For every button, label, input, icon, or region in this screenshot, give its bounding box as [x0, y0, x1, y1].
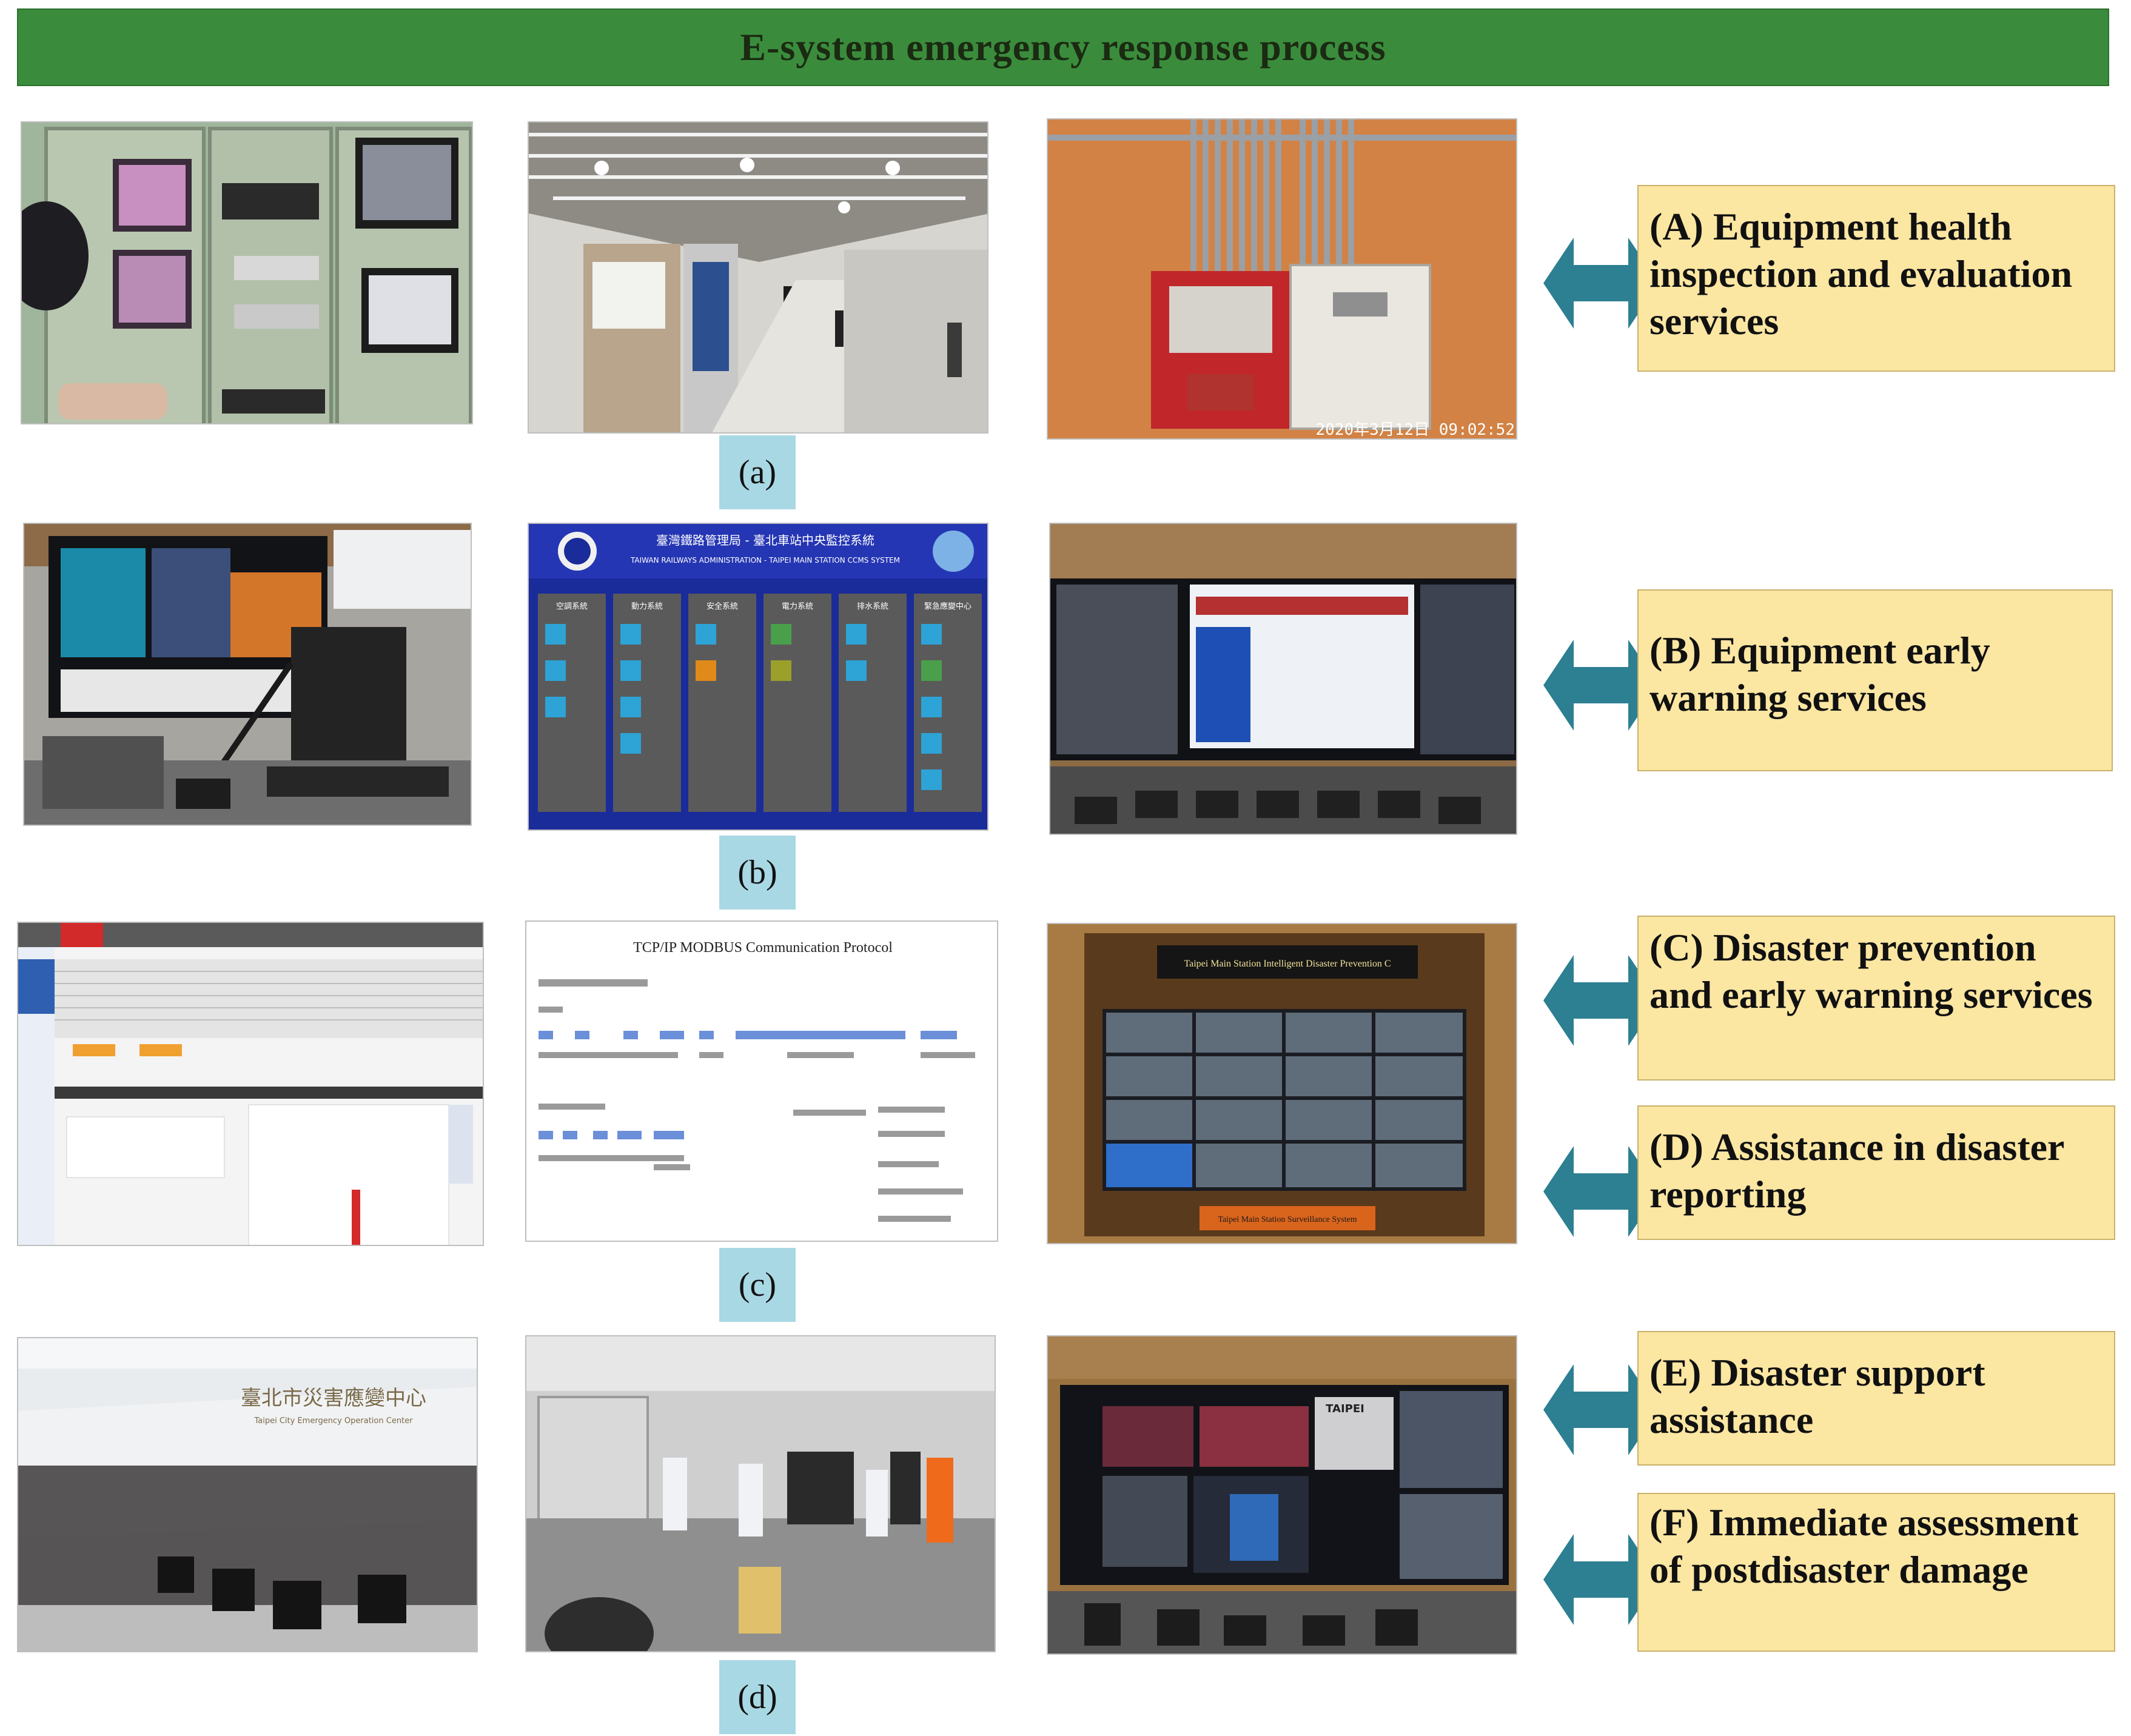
label-d: (d) — [719, 1660, 796, 1734]
protocol-title: TCP/IP MODBUS Communication Protocol — [633, 940, 893, 956]
service-box-f: (F) Immediate assessment of postdisaster… — [1637, 1493, 2115, 1652]
service-box-a: (A) Equipment health inspection and eval… — [1637, 185, 2115, 372]
title-banner: E-system emergency response process — [17, 8, 2109, 86]
service-box-e: (E) Disaster support assistance — [1637, 1331, 2115, 1466]
label-b: (b) — [719, 836, 796, 910]
service-box-d: (D) Assistance in disaster reporting — [1637, 1105, 2115, 1240]
ccs-title: 臺灣鐵路管理局 - 臺北車站中央監控系統 — [656, 533, 874, 548]
photo-timestamp: 2020年3月12日 09:02:52 — [1316, 421, 1515, 439]
double-arrow-icon — [1543, 955, 1659, 1046]
service-box-c: (C) Disaster prevention and early warnin… — [1637, 916, 2115, 1081]
service-text-f: (F) Immediate assessment of postdisaster… — [1649, 1501, 2079, 1592]
photo-emergency-video-wall: TAIPEI — [1047, 1335, 1517, 1655]
service-text-b: (B) Equipment early warning services — [1649, 629, 1990, 720]
photo-emergency-operation-center: 臺北市災害應變中心 Taipei City Emergency Operatio… — [17, 1337, 478, 1652]
ccs-col-0: 空調系統 — [556, 602, 588, 611]
ccs-col-5: 緊急應變中心 — [924, 602, 972, 611]
double-arrow-icon — [1543, 640, 1659, 731]
ccs-col-3: 電力系統 — [782, 602, 813, 611]
wall-footer: Taipei Main Station Surveillance System — [1218, 1215, 1357, 1224]
service-text-c: (C) Disaster prevention and early warnin… — [1649, 926, 2093, 1017]
photo-video-wall-control-room — [1049, 523, 1517, 835]
eoc-sign-sub: Taipei City Emergency Operation Center — [253, 1416, 413, 1426]
label-c: (c) — [719, 1248, 796, 1322]
ccs-col-1: 動力系統 — [631, 602, 663, 611]
screenshot-modbus-protocol: TCP/IP MODBUS Communication Protocol — [525, 920, 998, 1242]
ccs-col-4: 排水系統 — [857, 602, 888, 611]
page-title: E-system emergency response process — [740, 25, 1386, 69]
label-a-text: (a) — [738, 454, 777, 491]
double-arrow-icon — [1543, 238, 1659, 329]
ccs-col-2: 安全系統 — [706, 602, 738, 611]
double-arrow-icon — [1543, 1534, 1659, 1625]
service-text-e: (E) Disaster support assistance — [1649, 1351, 1985, 1442]
photo-field-team-gathering — [525, 1335, 996, 1652]
photo-ccms-screen: 臺灣鐵路管理局 - 臺北車站中央監控系統 TAIWAN RAILWAYS ADM… — [528, 523, 988, 831]
double-arrow-icon — [1543, 1364, 1659, 1455]
wall-tag: TAIPEI — [1326, 1403, 1364, 1415]
service-box-b: (B) Equipment early warning services — [1637, 589, 2113, 771]
photo-cctv-cabinet — [21, 121, 473, 424]
service-text-a: (A) Equipment health inspection and eval… — [1649, 205, 2073, 343]
label-a: (a) — [719, 435, 796, 509]
eoc-sign: 臺北市災害應變中心 — [241, 1386, 426, 1410]
photo-station-concourse — [528, 121, 988, 434]
wall-banner: Taipei Main Station Intelligent Disaster… — [1184, 959, 1391, 969]
label-d-text: (d) — [737, 1678, 777, 1716]
photo-surveillance-wall: Taipei Main Station Intelligent Disaster… — [1047, 923, 1517, 1244]
photo-fire-alarm-panel: 2020年3月12日 09:02:52 — [1047, 118, 1517, 440]
photo-control-desk — [23, 523, 472, 826]
screenshot-monitoring-software — [17, 922, 484, 1246]
ccs-subtitle: TAIWAN RAILWAYS ADMINISTRATION - TAIPEI … — [630, 556, 900, 565]
label-b-text: (b) — [737, 854, 777, 891]
service-text-d: (D) Assistance in disaster reporting — [1649, 1125, 2064, 1216]
label-c-text: (c) — [738, 1266, 777, 1304]
double-arrow-icon — [1543, 1146, 1659, 1237]
